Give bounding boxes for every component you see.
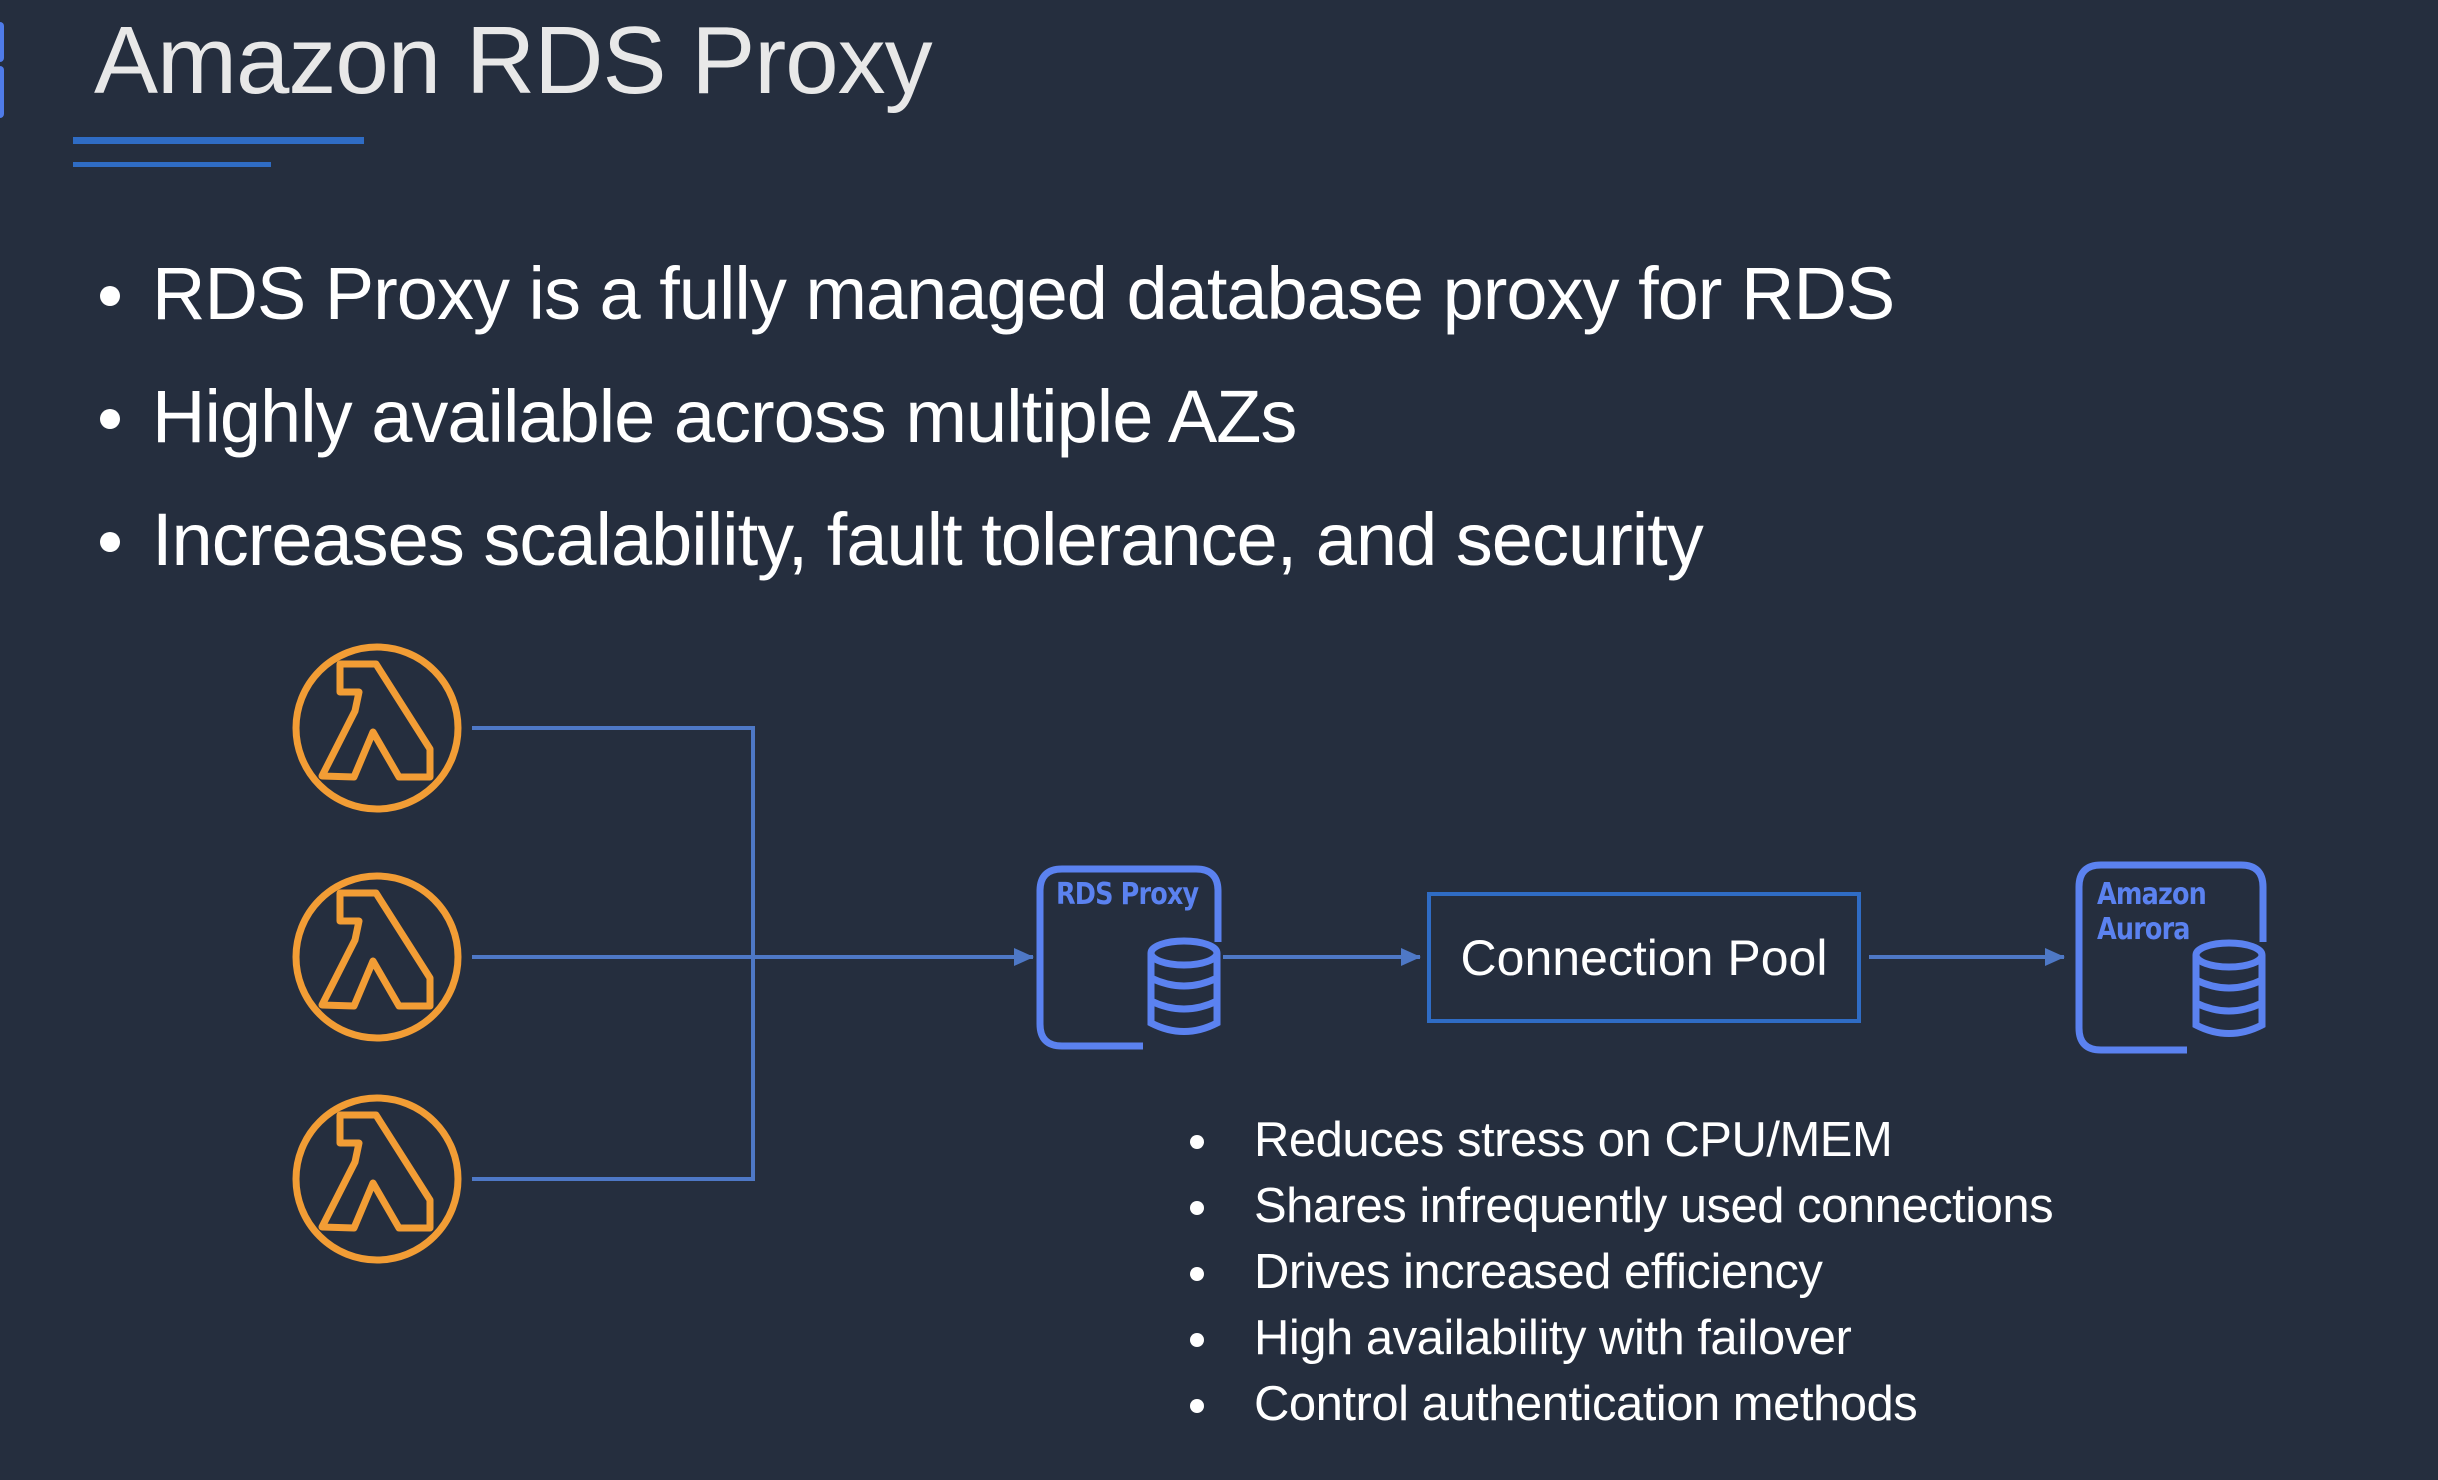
lambda-icon bbox=[292, 1094, 462, 1264]
rds-proxy-label: RDS Proxy bbox=[1056, 877, 1199, 912]
benefit-item: Shares infrequently used connections bbox=[1180, 1173, 2054, 1239]
connection-pool-label: Connection Pool bbox=[1460, 929, 1828, 986]
aurora-label-line1: Amazon bbox=[2097, 877, 2207, 912]
main-bullet: Highly available across multiple AZs bbox=[92, 355, 1894, 478]
lambda-icon bbox=[292, 643, 462, 813]
benefit-item: High availability with failover bbox=[1180, 1305, 2053, 1371]
slide-title: Amazon RDS Proxy bbox=[94, 7, 933, 114]
aurora-label-line2: Aurora bbox=[2097, 912, 2191, 947]
main-bullet-list: RDS Proxy is a fully managed database pr… bbox=[92, 232, 1895, 601]
title-underline bbox=[73, 137, 364, 144]
main-bullet: RDS Proxy is a fully managed database pr… bbox=[92, 232, 1895, 355]
aurora-icon bbox=[2075, 861, 2267, 1054]
connector-line bbox=[472, 726, 755, 1181]
database-icon bbox=[2192, 939, 2266, 1037]
benefit-item: Drives increased efficiency bbox=[1180, 1239, 2053, 1305]
edge-decoration bbox=[0, 66, 4, 118]
database-icon bbox=[1147, 937, 1221, 1035]
benefit-item: Reduces stress on CPU/MEM bbox=[1180, 1107, 2053, 1173]
main-bullet: Increases scalability, fault tolerance, … bbox=[92, 478, 1894, 601]
lambda-icon bbox=[292, 872, 462, 1042]
benefit-item: Control authentication methods bbox=[1180, 1371, 2053, 1437]
connection-pool-box bbox=[1427, 892, 1861, 1023]
rds-proxy-icon bbox=[1036, 865, 1222, 1050]
edge-decoration bbox=[0, 22, 4, 62]
title-underline-short bbox=[73, 162, 271, 167]
benefits-list: Reduces stress on CPU/MEM Shares infrequ… bbox=[1180, 1107, 2054, 1437]
